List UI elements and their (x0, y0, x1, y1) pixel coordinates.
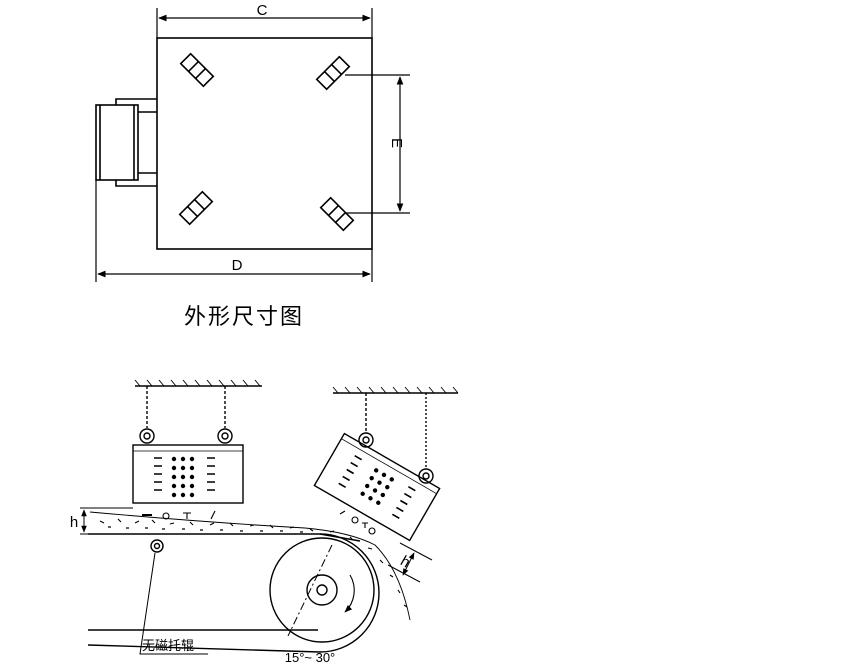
dimension-h-left (80, 507, 133, 535)
mounting-slot-bottom-right (319, 196, 355, 232)
label-installation-angle: 15°~ 30° (285, 650, 336, 665)
mounting-slot-bottom-left (178, 190, 214, 226)
flux-symbols (142, 510, 376, 535)
mounting-slot-top-right (315, 55, 351, 91)
label-non-magnetic-roller: 无磁托辊 (142, 638, 194, 653)
dimension-label-d: D (232, 257, 243, 274)
material-layer (89, 511, 411, 621)
label-h-left: h (70, 514, 78, 531)
dimension-d (95, 180, 373, 282)
label-h-right: h (397, 553, 413, 572)
ceiling-left (134, 379, 262, 387)
dimension-c (156, 8, 373, 38)
hanging-magnet-horizontal (132, 386, 244, 504)
magnet-plate (156, 37, 373, 250)
terminal-box (95, 98, 157, 187)
outline-dimension-drawing (95, 8, 410, 282)
head-pulley (269, 537, 375, 643)
ceiling-right (332, 386, 459, 394)
mounting-slot-top-left (179, 52, 215, 88)
dimension-h-right (387, 542, 433, 583)
dimension-label-c: C (257, 2, 268, 19)
figure-caption: 外形尺寸图 (184, 305, 304, 330)
hanging-magnet-inclined (313, 393, 441, 542)
installation-drawing (80, 379, 459, 655)
dimension-e (345, 74, 410, 214)
dimension-label-e: E (388, 138, 405, 148)
idler-roller (139, 539, 208, 655)
conveyor-belt (87, 533, 380, 653)
